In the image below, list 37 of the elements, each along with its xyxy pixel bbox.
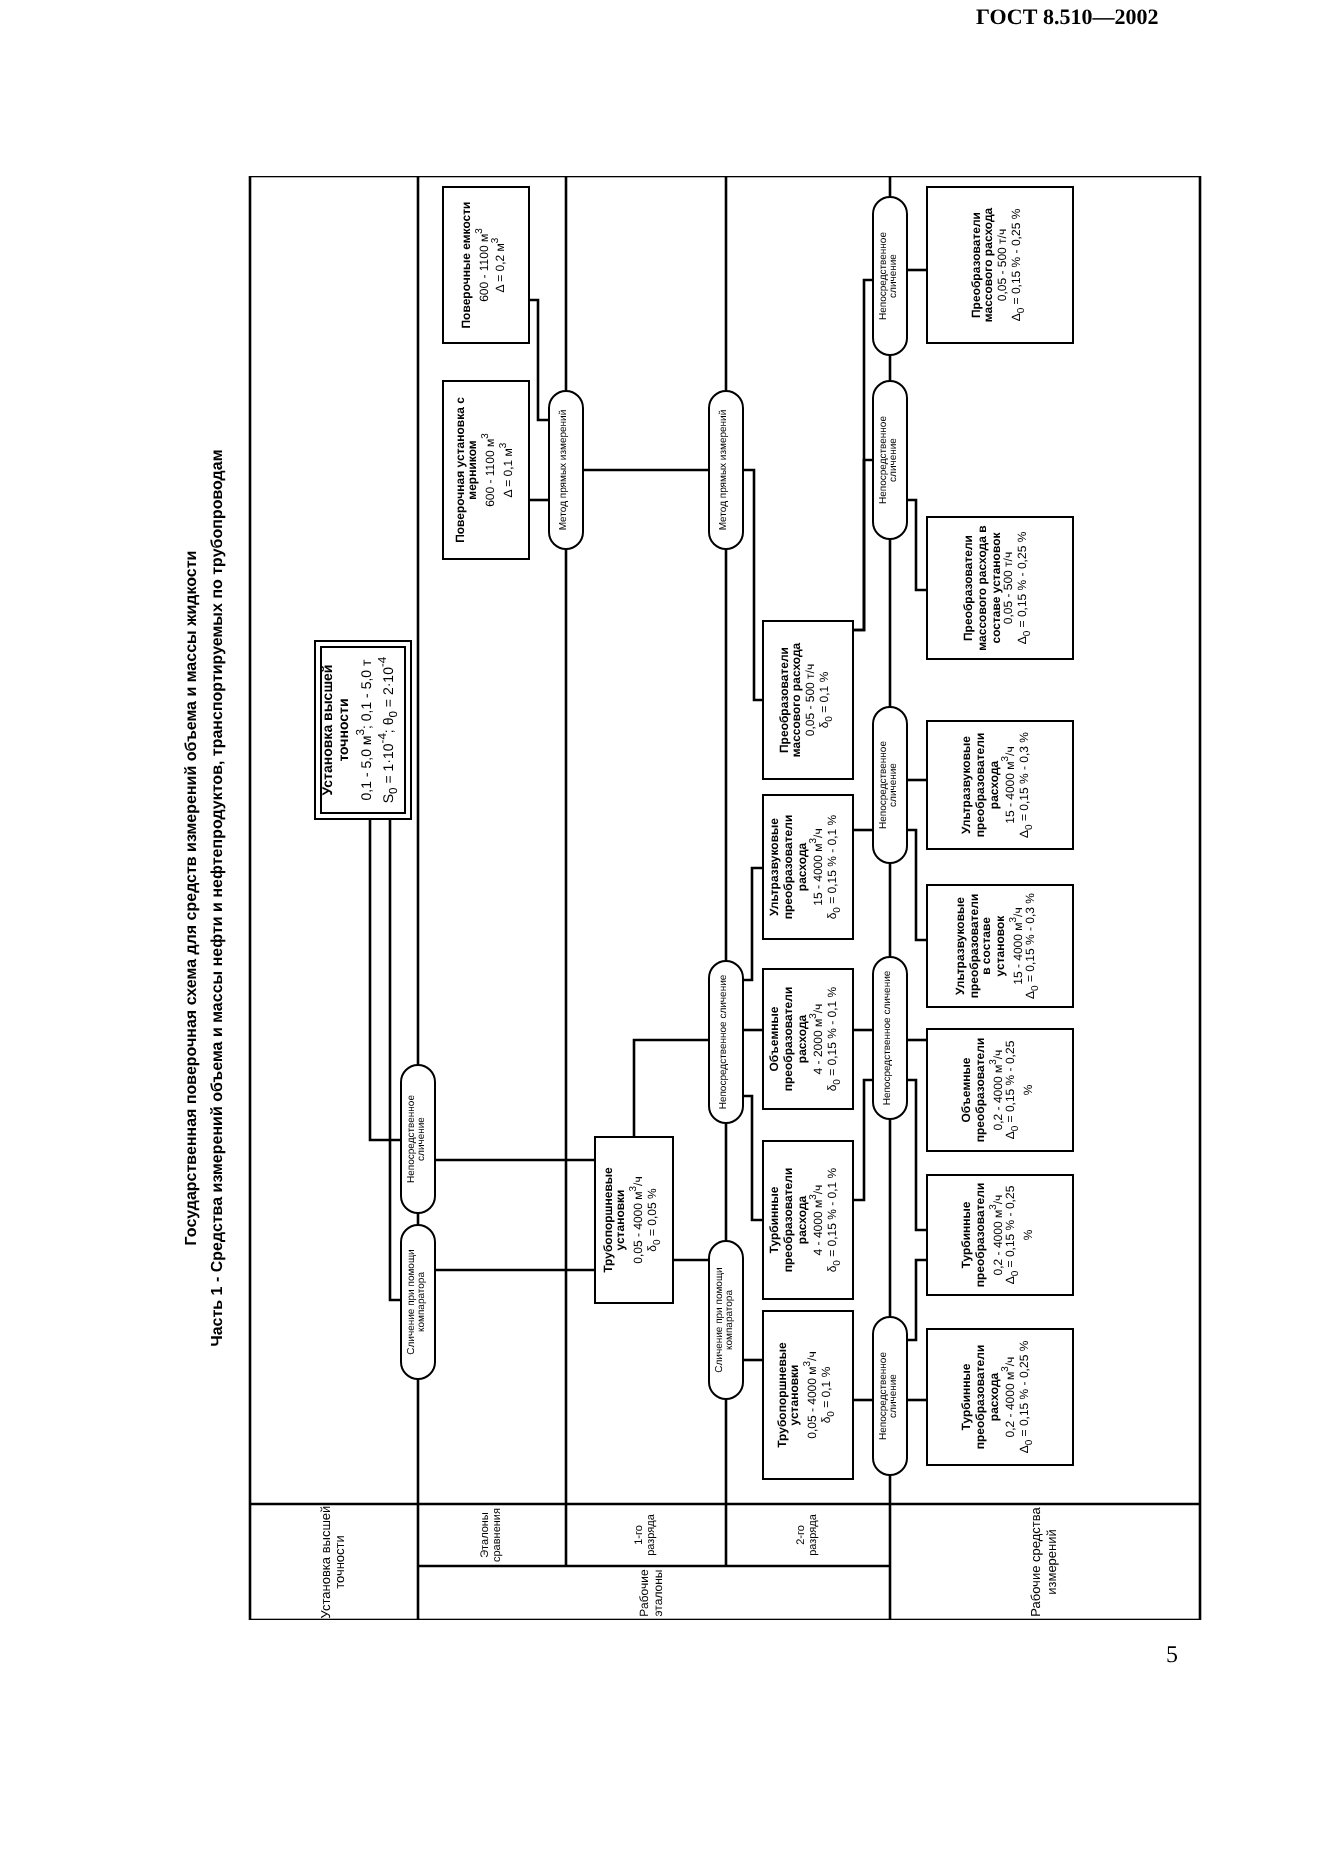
standard-box bbox=[762, 1310, 854, 1480]
standard-box bbox=[762, 1140, 854, 1300]
connector-line bbox=[388, 820, 400, 1302]
connector-line bbox=[368, 820, 400, 1142]
standard-box bbox=[926, 884, 1074, 1008]
connector-line bbox=[854, 1078, 872, 1202]
connector-line bbox=[530, 298, 548, 422]
connector-line bbox=[584, 468, 708, 472]
standard-box bbox=[926, 516, 1074, 660]
connector-line bbox=[854, 458, 872, 632]
subtitle: Часть 1 - Средства измерений объема и массы нефти и нефтепродуктов, транспортируемых по трубопроводам bbox=[208, 449, 228, 1347]
connector-line bbox=[908, 1258, 926, 1342]
standard-box bbox=[926, 1028, 1074, 1152]
standard-box bbox=[762, 620, 854, 780]
standard-box bbox=[594, 1136, 674, 1304]
connector-line bbox=[908, 498, 926, 592]
standard-box bbox=[314, 640, 412, 820]
page-number: 5 bbox=[1166, 1640, 1178, 1670]
standard-box bbox=[442, 380, 530, 560]
document-code: ГОСТ 8.510—2002 bbox=[976, 6, 1159, 30]
standard-box bbox=[442, 186, 530, 344]
standard-box bbox=[926, 1174, 1074, 1296]
standard-box bbox=[926, 186, 1074, 344]
connector-line bbox=[744, 1094, 762, 1222]
connector-line bbox=[632, 1038, 708, 1136]
standard-box bbox=[762, 794, 854, 940]
connector-line bbox=[744, 468, 762, 702]
standard-box bbox=[762, 968, 854, 1110]
connector-line bbox=[436, 1268, 594, 1272]
standard-box bbox=[926, 1328, 1074, 1466]
connector-line bbox=[744, 866, 762, 982]
connector-line bbox=[674, 1258, 708, 1262]
connector-line bbox=[908, 828, 926, 942]
diagram-title: Государственная поверочная схема для средств измерений объема и массы жидкости bbox=[182, 550, 202, 1246]
connector-line bbox=[908, 1078, 926, 1232]
standard-box bbox=[926, 720, 1074, 850]
connector-line bbox=[436, 1158, 594, 1162]
